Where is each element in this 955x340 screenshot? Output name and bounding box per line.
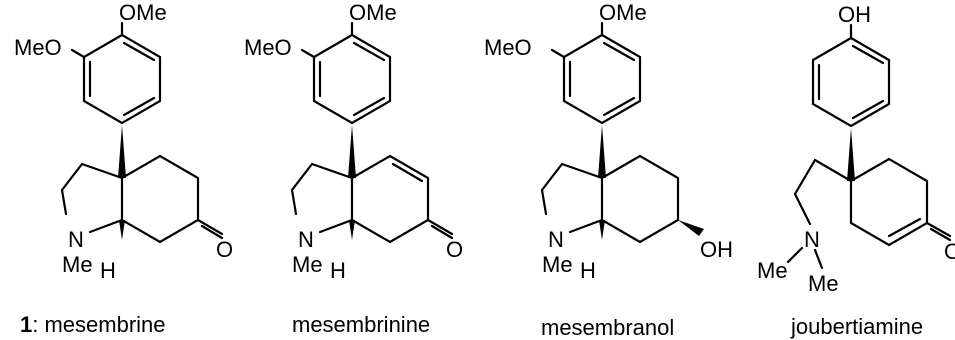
- wedge-bond: [348, 125, 356, 178]
- compound-name: mesembrinine: [292, 312, 430, 337]
- hydroxyl-wedge: [678, 220, 704, 236]
- atom-label-o: O: [446, 237, 463, 262]
- compound-number: 1: [20, 312, 32, 337]
- aryl-ring: [811, 36, 891, 128]
- compound-name: joubertiamine: [790, 314, 923, 339]
- bicyclic-core: [60, 154, 224, 244]
- aryl-ring: [82, 33, 162, 125]
- atom-label-n: N: [548, 227, 564, 252]
- atom-label-n: N: [298, 227, 314, 252]
- structure-mesembranol: OMe MeO N Me H OH mesembranol: [484, 0, 733, 340]
- atom-label-oh: OH: [700, 237, 733, 262]
- compound-name: mesembranol: [541, 315, 674, 340]
- aryl-ring: [562, 33, 642, 125]
- wedge-bond: [847, 128, 855, 181]
- atom-label-h: H: [100, 258, 116, 283]
- atom-label-ome: OMe: [599, 0, 647, 25]
- atom-label-me: Me: [757, 258, 788, 283]
- bond-to-meo: [300, 48, 316, 59]
- bond-to-meo: [70, 48, 86, 59]
- atom-label-n: N: [68, 227, 84, 252]
- structure-joubertiamine: OH N Me Me O joubertiamine: [757, 2, 955, 339]
- atom-label-me: Me: [808, 271, 839, 296]
- structure-mesembrine: OMe MeO N Me H O 1: mesembrine: [14, 0, 233, 337]
- atom-label-me: Me: [62, 252, 93, 277]
- atom-label-h: H: [330, 258, 346, 283]
- structure-mesembrinine: OMe MeO N Me H O mesembrinine: [244, 0, 463, 337]
- atom-label-ome: OMe: [119, 0, 167, 25]
- bicyclic-core: [290, 154, 454, 244]
- atom-label-h: H: [580, 258, 596, 283]
- atom-label-meo: MeO: [14, 35, 62, 60]
- bond-to-meo: [550, 48, 566, 59]
- atom-label-me: Me: [542, 252, 573, 277]
- dimethylaminoethyl-chain: [786, 158, 853, 270]
- atom-label-meo: MeO: [244, 35, 292, 60]
- alkene-bond: [887, 217, 922, 238]
- atom-label-meo: MeO: [484, 35, 532, 60]
- atom-label-n: N: [804, 227, 820, 252]
- atom-label-o: O: [944, 239, 955, 264]
- aryl-ring: [312, 33, 392, 125]
- compound-caption: 1: mesembrine: [20, 312, 166, 337]
- atom-label-me: Me: [292, 252, 323, 277]
- atom-label-ome: OMe: [349, 0, 397, 25]
- atom-label-o: O: [216, 237, 233, 262]
- wedge-bond: [118, 125, 126, 178]
- compound-name: : mesembrine: [32, 312, 165, 337]
- wedge-bond: [598, 125, 606, 178]
- atom-label-oh: OH: [838, 2, 871, 27]
- alkene-bond: [391, 162, 424, 183]
- cyclohexenone-ring: [849, 157, 952, 247]
